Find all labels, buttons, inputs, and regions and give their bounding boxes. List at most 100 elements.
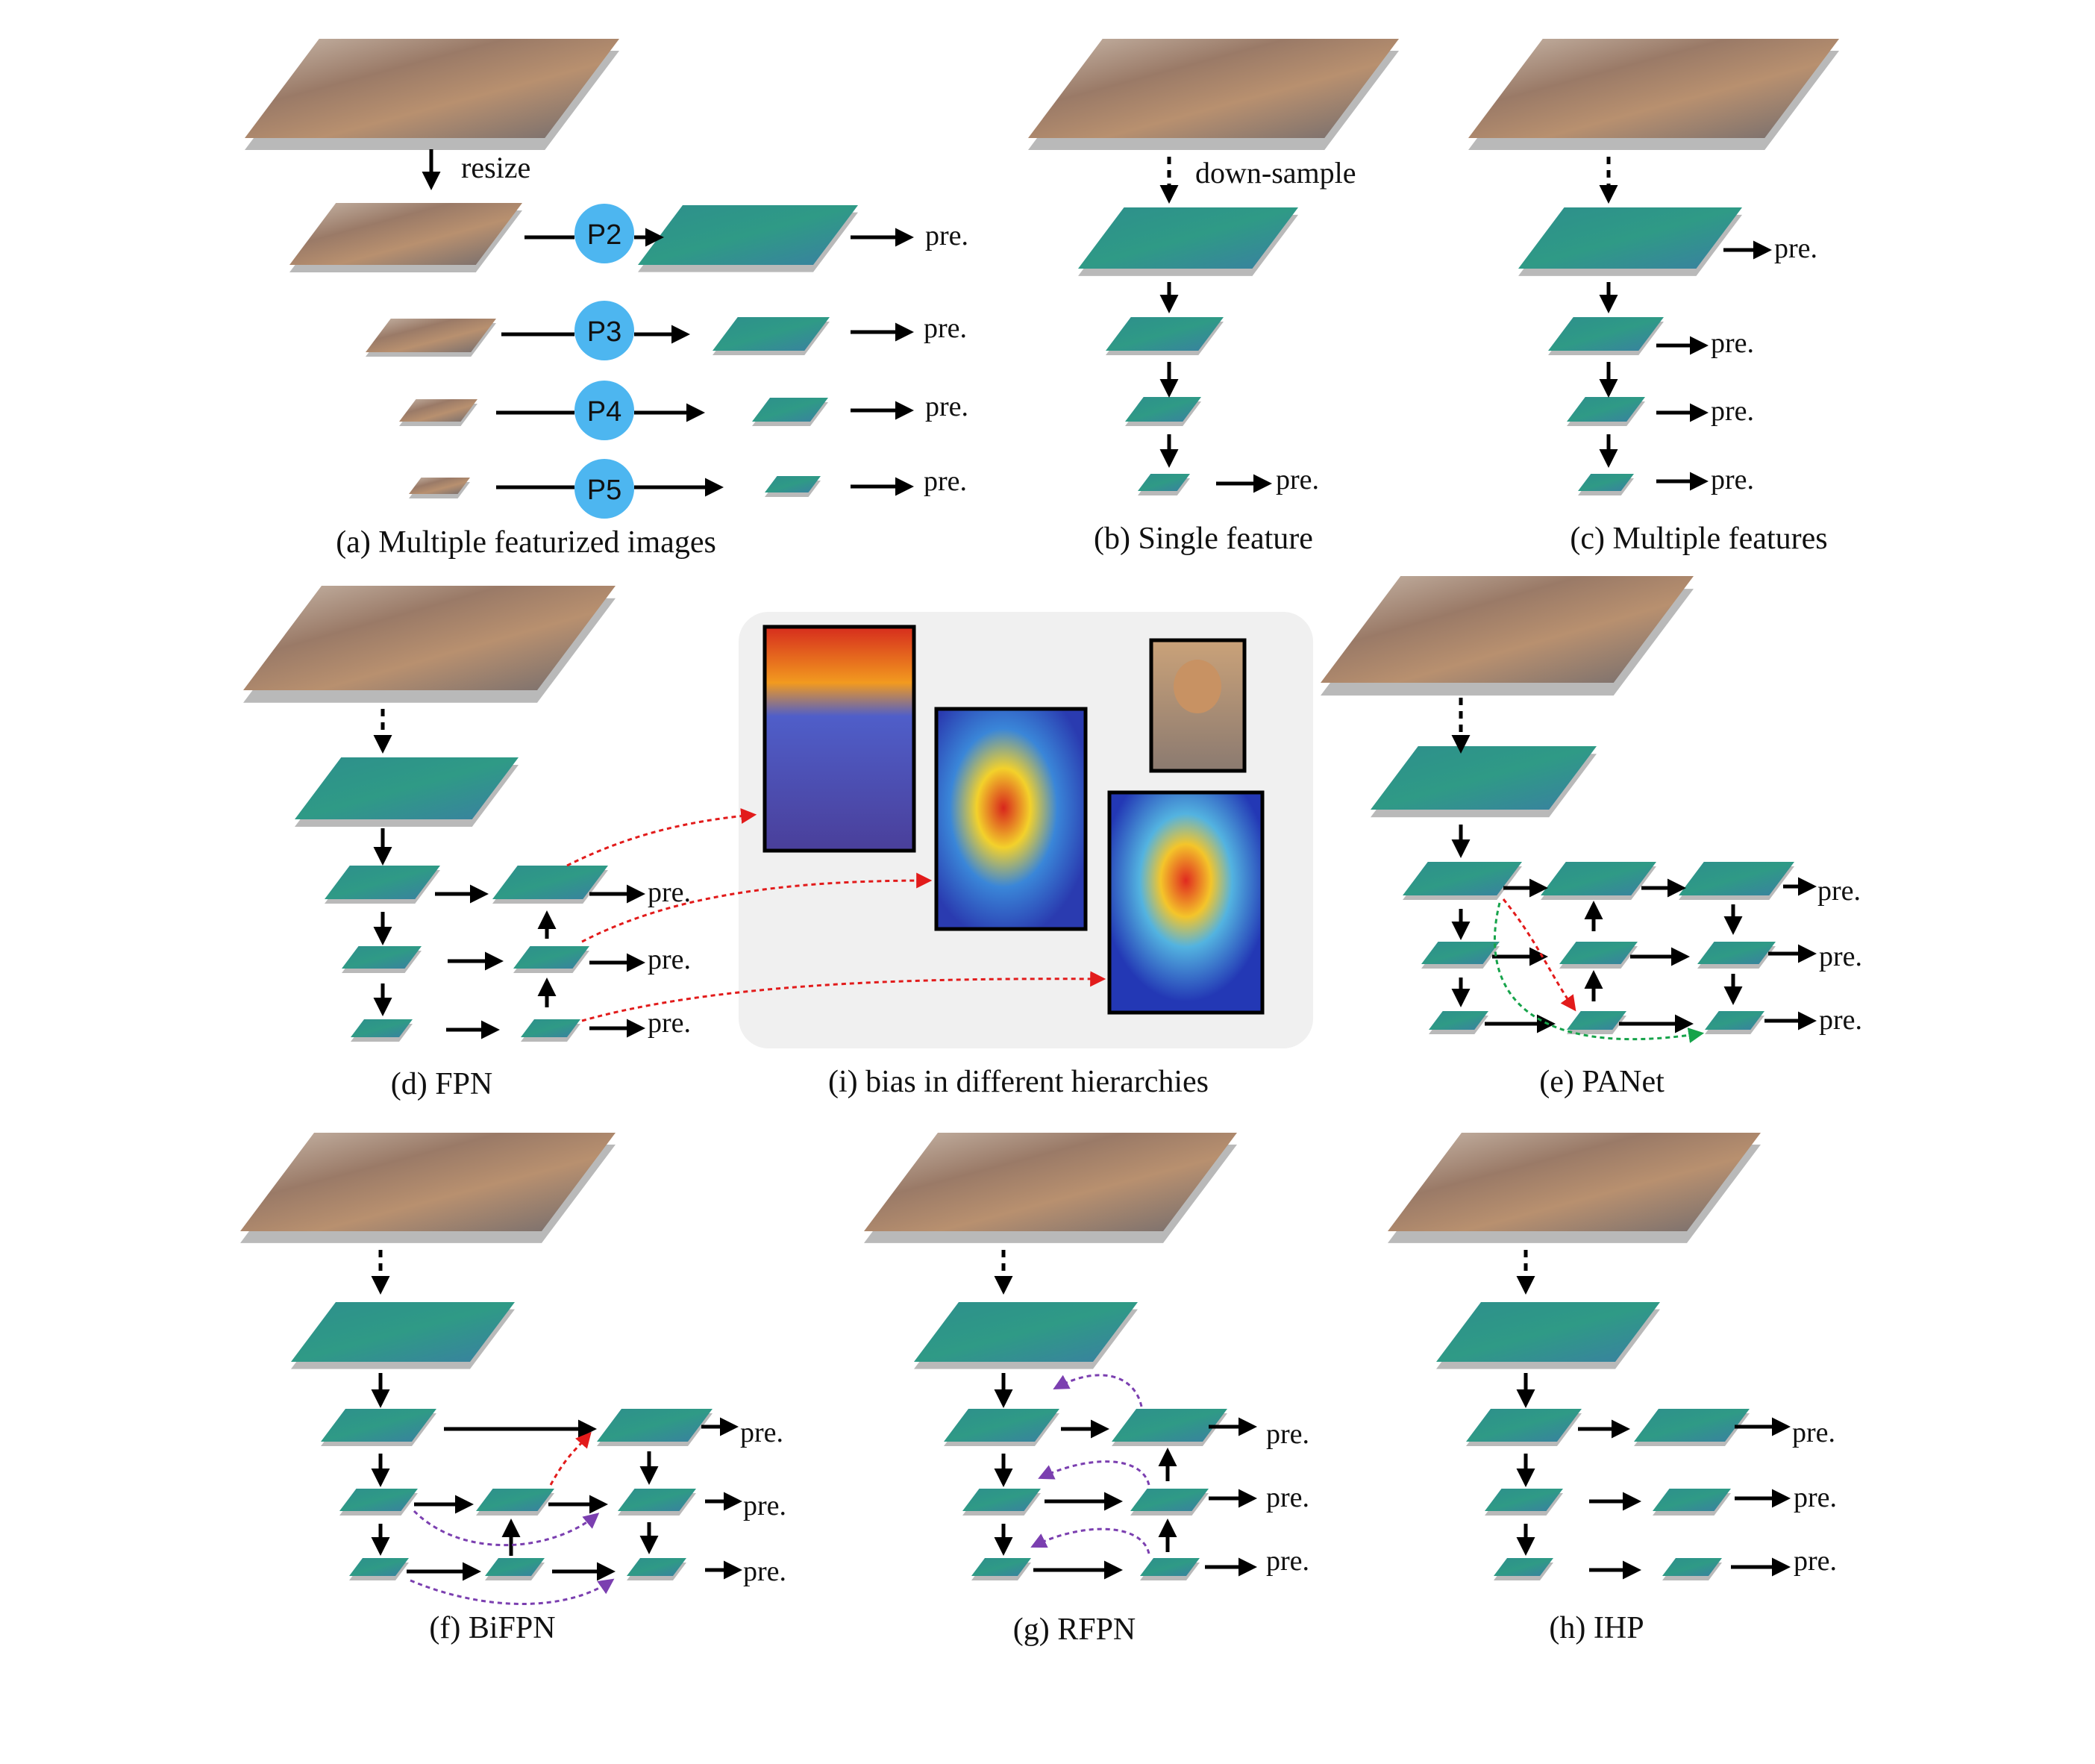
pre-label: pre.	[1819, 941, 1862, 972]
bias-panel	[739, 612, 1313, 1048]
pre-label: pre.	[1711, 395, 1754, 427]
rfpn-recursive-link	[1030, 1527, 1150, 1554]
pre-label: pre.	[1792, 1417, 1835, 1448]
resize-label: resize	[461, 151, 530, 184]
node-p3	[574, 301, 634, 360]
feature-map-plate	[713, 317, 830, 355]
pre-label: pre.	[648, 944, 691, 975]
feature-map-plate	[765, 476, 821, 497]
heatmap-mid-level	[934, 707, 1088, 931]
ihp-level-plate	[1653, 1489, 1731, 1516]
feature-map-plate	[295, 757, 519, 827]
down-sample-label: down-sample	[1195, 156, 1356, 190]
pre-label: pre.	[1817, 875, 1861, 907]
pre-label: pre.	[1774, 233, 1817, 264]
panet-level-plate	[1697, 942, 1776, 969]
resized-image-plate	[409, 478, 470, 498]
feature-map-plate	[1125, 397, 1201, 426]
backbone-level-plate	[962, 1489, 1041, 1516]
bifpn-output-plate	[618, 1489, 696, 1516]
fpn-level-plate	[1541, 862, 1656, 900]
feature-map-plate	[1548, 317, 1664, 355]
feature-map-plate	[1578, 474, 1634, 495]
pre-label: pre.	[1711, 464, 1754, 495]
fpn-to-heatmap-link	[566, 808, 757, 867]
bifpn-upward-link	[549, 1431, 592, 1486]
fpn-level-plate	[492, 866, 608, 904]
backbone-level-plate	[349, 1558, 409, 1580]
resized-image-plate	[399, 399, 477, 426]
caption-b: (b) Single feature	[1094, 522, 1313, 556]
caption-c: (c) Multiple features	[1570, 522, 1827, 556]
caption-d: (d) FPN	[391, 1067, 493, 1101]
caption-a: (a) Multiple featurized images	[336, 525, 716, 560]
node-p2-label: P2	[587, 219, 621, 251]
caption-e: (e) PANet	[1539, 1065, 1665, 1099]
heatmap-bottom-level	[1107, 790, 1265, 1015]
dog-head-shape	[1174, 660, 1221, 713]
pre-label: pre.	[743, 1556, 786, 1587]
p-nodes: P2 P3 P4 P5	[574, 204, 634, 519]
fpn-level-plate	[521, 1019, 580, 1042]
input-image-plate	[1468, 39, 1839, 150]
caption-h: (h) IHP	[1549, 1611, 1644, 1645]
feature-map-plate	[1518, 207, 1742, 276]
pre-label: pre.	[648, 877, 691, 908]
caption-i: (i) bias in different hierarchies	[828, 1065, 1209, 1099]
backbone-level-plate	[1429, 1011, 1488, 1034]
feature-map-plate	[1078, 207, 1298, 276]
panet-level-plate	[1705, 1011, 1764, 1034]
fpn-level-plate	[1567, 1011, 1626, 1034]
bifpn-mid-plate	[476, 1489, 554, 1516]
pre-label: pre.	[925, 220, 968, 251]
input-image-plate	[1028, 39, 1399, 150]
captions: (a) Multiple featurized images (b) Singl…	[336, 522, 1827, 1647]
backbone-level-plate	[325, 866, 440, 904]
resized-image-plate	[366, 319, 496, 357]
fpn-level-plate	[1559, 942, 1638, 969]
input-image-plate	[240, 1133, 616, 1243]
panet-shortcut-link	[1502, 898, 1576, 1012]
fpn-level-plate	[513, 946, 589, 973]
feature-map-plate	[752, 398, 828, 426]
fpn-to-heatmap-link	[581, 971, 1106, 1022]
rfpn-level-plate	[1140, 1558, 1200, 1580]
fpn-to-heatmap-link	[581, 872, 933, 943]
input-image-plate	[1321, 576, 1694, 696]
feature-map-plate	[1371, 746, 1597, 818]
pre-label: pre.	[1276, 464, 1319, 495]
backbone-level-plate	[351, 1019, 413, 1042]
pre-label: pre.	[648, 1007, 691, 1039]
backbone-level-plate	[1403, 862, 1522, 900]
node-p3-label: P3	[587, 316, 621, 348]
feature-map-plate	[638, 205, 858, 272]
feature-map-plate	[1436, 1302, 1660, 1369]
bifpn-output-plate	[597, 1409, 713, 1446]
input-image-plate	[245, 39, 619, 150]
pre-label: pre.	[1266, 1419, 1309, 1450]
bifpn-output-plate	[627, 1558, 686, 1580]
pre-label: pre.	[924, 466, 967, 497]
backbone-level-plate	[1421, 942, 1500, 969]
panet-bottom-up-link	[1493, 902, 1705, 1043]
pre-label: pre.	[1266, 1545, 1309, 1577]
heatmap-top-level	[762, 625, 916, 853]
backbone-level-plate	[971, 1558, 1031, 1580]
rfpn-level-plate	[1112, 1409, 1227, 1446]
caption-g: (g) RFPN	[1013, 1613, 1136, 1647]
pre-labels: pre. pre. pre. pre. pre. pre. pre. pre. …	[648, 220, 1862, 1587]
pre-label: pre.	[925, 391, 968, 422]
feature-map-plate	[291, 1302, 515, 1369]
feature-map-plate	[914, 1302, 1138, 1369]
bifpn-skip-link	[413, 1510, 600, 1547]
input-image-plate	[243, 586, 616, 703]
bifpn-skip-link	[410, 1578, 615, 1605]
panet-level-plate	[1679, 862, 1794, 900]
pre-label: pre.	[1794, 1482, 1837, 1513]
rfpn-recursive-link	[1053, 1374, 1143, 1407]
plates-layer	[240, 39, 1839, 1580]
pre-label: pre.	[1266, 1482, 1309, 1513]
pre-label: pre.	[740, 1417, 783, 1448]
pre-label: pre.	[743, 1490, 786, 1521]
